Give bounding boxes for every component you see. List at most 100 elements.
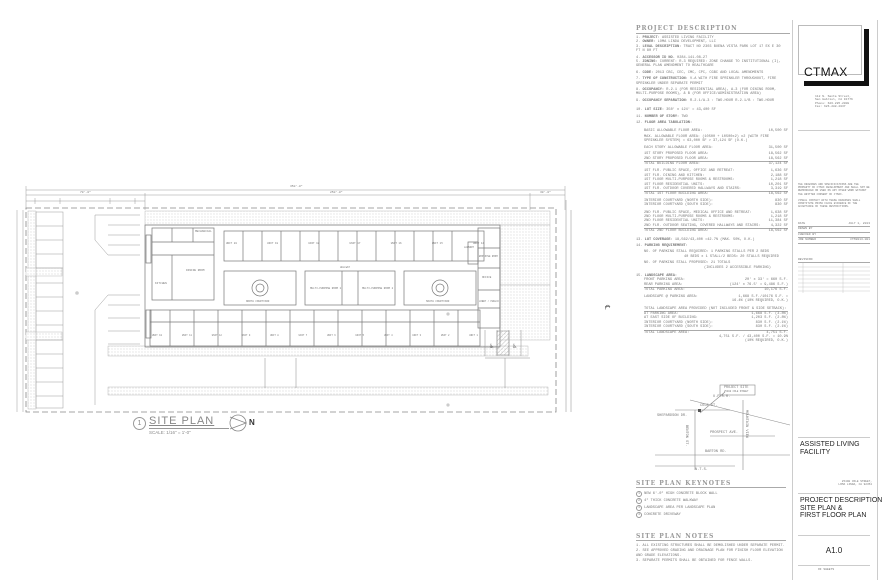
- logo-bar-horizontal: [804, 81, 869, 86]
- project-name: ASSISTED LIVING FACILITY: [800, 441, 860, 456]
- floor-area-row: 2ND STORY PROPOSED FLOOR AREA:18,562 SF: [644, 156, 788, 162]
- revision-grid: [798, 263, 870, 293]
- note-item: 3. SEPARATE PERMITS SHALL BE OBTAINED FO…: [636, 559, 753, 564]
- svg-text:℄: ℄: [603, 305, 611, 310]
- floor-area-row: BASIC ALLOWABLE FLOOR AREA:10,500 SF: [644, 128, 788, 133]
- project-description-title: PROJECT DESCRIPTION: [636, 25, 790, 34]
- landscape-table: FRONT PARKING AREA:20' x 33' = 660 S.F. …: [644, 278, 788, 343]
- project-address-line: 25490 COLE STREET,: [841, 480, 872, 483]
- site-plan-keynotes: SITE PLAN KEYNOTES 1 NEW 6'-0" HIGH CONC…: [636, 480, 786, 518]
- description-item: 4. ACCESSOR ID NO. 0284-141-08-27: [636, 55, 708, 60]
- firm-logo: CTMAX: [798, 25, 870, 86]
- unit-label: UNIT 4: [383, 334, 393, 337]
- description-item: 5. ZONING: CURRENT: R-3 REQUIRED: ZONE C…: [636, 60, 781, 69]
- logo-frame: [798, 25, 862, 75]
- description-item: 8. OCCUPANCY: R-2.1 (FOR RESIDENTIAL ARE…: [636, 88, 777, 97]
- dim-left: 70'-0": [80, 191, 91, 194]
- description-item: 12. FLOOR AREA TABULATION:: [636, 121, 693, 126]
- accessible-parking-icon: ♿: [489, 343, 494, 350]
- unit-label: UNIT 9: [241, 334, 251, 337]
- unit-label: UNIT 7: [298, 334, 308, 337]
- parking-line: 40 BEDS x 1 STALL/2 BEDS= 20 STALLS REQU…: [684, 254, 779, 259]
- lot-coverage: 13. LOT COVERAGE: 18,562/43,400 =42.7% (…: [636, 237, 755, 242]
- keynote-item: 1 NEW 6'-0" HIGH CONCRETE BLOCK WALL: [636, 491, 786, 497]
- parking-line: NO. OF PARKING STALL REQUIRED: 1 PARKING…: [644, 250, 770, 255]
- unit-label: UNIT 16: [390, 242, 402, 245]
- units-top-row: UNIT 20 UNIT 19 UNIT 18 UNIT 17 UNIT 16 …: [226, 242, 484, 246]
- sheet-number: A1.0: [825, 546, 843, 555]
- street-label: BENTON ST.: [684, 425, 688, 447]
- title-block-divider: [798, 565, 870, 566]
- street-label: COLE ST.: [700, 404, 718, 408]
- unit-label: UNIT 1: [469, 334, 478, 337]
- landscape-row: TOTAL PARKING AREA:10,176 S.F.: [644, 288, 788, 293]
- unit-label: UNIT 8: [270, 334, 279, 337]
- disclaimer-text: THE DRAWINGS AND SPECIFICATIONS ARE THE …: [798, 183, 870, 196]
- site-plan-linework: ♿ ♿ ℄: [16, 186, 611, 413]
- keynote-list: 1 NEW 6'-0" HIGH CONCRETE BLOCK WALL 2 4…: [636, 491, 786, 518]
- keynote-item: 2 4" THICK CONCRETE WALKWAY: [636, 498, 786, 504]
- firm-address-line: Phone: 626.285.2008: [815, 101, 850, 105]
- floor-area-row: 1ST FLOOR MULTI-PURPOSE ROOMS & RESTROOM…: [644, 178, 788, 183]
- floor-area-row: MAX. ALLOWABLE FLOOR AREA: (10500 + 1050…: [644, 134, 770, 144]
- site-plan-notes: SITE PLAN NOTES 1. ALL EXISTING STRUCTUR…: [636, 533, 786, 564]
- landscape-area: 15. LANDSCAPE AREA:: [636, 274, 678, 279]
- keynotes-title: SITE PLAN KEYNOTES: [636, 480, 786, 488]
- floor-area-row: TOTAL 2ND FLOOR BUILDING AREA:18,562 SF: [644, 229, 788, 234]
- unit-label: UNIT 19: [267, 242, 279, 245]
- street-label: MOUNTAIN VIEW: [744, 410, 748, 439]
- floor-area-table: BASIC ALLOWABLE FLOOR AREA:10,500 SF MAX…: [644, 129, 788, 234]
- description-item: 2. OWNER: LOMA LINDA DEVELOPMENT, LLC: [636, 40, 716, 45]
- unit-label: UNIT 20: [226, 242, 237, 245]
- field-drawn-by: DRAWN BY: [798, 227, 870, 233]
- sheets-count: OF SHEETS: [818, 568, 835, 571]
- room-label-employee: EMPLOYEE ROOM: [479, 255, 498, 258]
- street-label: BARTON RD.: [705, 450, 727, 454]
- description-item: 11. NUMBER OF STORY: TWO: [636, 114, 688, 119]
- landscape-row: REAR PARKING AREA:(124' x 76.5' = 9,486 …: [644, 282, 788, 289]
- parking-requirement: 14. PARKING REQUIREMENT:: [636, 244, 688, 249]
- vicinity-map-linework: [655, 384, 790, 470]
- parking-line: NO. OF PARKING STALL PROPOSED: 21 TOTALS: [644, 261, 731, 266]
- drawing-number-bubble: 1: [133, 417, 146, 430]
- sheet-title-line: SITE PLAN &: [800, 504, 843, 512]
- revision-label: REVISION: [798, 258, 870, 264]
- description-items: 1. PROJECT: ASSISTED LIVING FACILITY 2. …: [636, 36, 790, 126]
- logo-text: CTMAX: [804, 65, 848, 79]
- note-item: 1. ALL EXISTING STRUCTURES SHALL BE DEMO…: [636, 544, 785, 548]
- vicinity-map: PROJECT SITE 25490 COLE STREET U.P.R.R. …: [655, 380, 790, 475]
- room-label-mechanical: MECHANICAL: [195, 230, 212, 233]
- keynote-item: 3 LANDSCAPE AREA PER LANDSCAPE PLAN: [636, 505, 786, 511]
- sheet-title: PROJECT DESCRIPTION, SITE PLAN & FIRST F…: [800, 497, 882, 520]
- room-label-dining: DINING ROOM: [186, 269, 205, 272]
- firm-address-line: San Gabriel, CA 91776: [815, 98, 853, 102]
- site-plan-title-block: 1 SITE PLAN SCALE: 1/16" = 1'-0" N: [133, 413, 273, 441]
- room-label-office: OFFICE: [482, 276, 492, 279]
- floor-area-row: TOTAL 1ST FLOOR BUILDING AREA:18,562 SF: [644, 192, 788, 197]
- disclaimer-text: VISUAL CONTACT WITH THESE DRAWINGS SHALL…: [798, 198, 861, 209]
- room-label-hallway: HALLWAY: [340, 266, 351, 269]
- notes-list: 1. ALL EXISTING STRUCTURES SHALL BE DEMO…: [636, 544, 786, 564]
- site-plan-drawing[interactable]: ♿ ♿ ℄ MECHANICAL DINING ROOM KITCHEN MUL…: [0, 180, 625, 450]
- floor-area-row: 1ST STORY PROPOSED FLOOR AREA:18,562 SF: [644, 152, 788, 157]
- unit-label: UNIT 14: [473, 242, 484, 245]
- north-arrow-icon: [229, 414, 248, 432]
- firm-address: 112 N. Santa Street, San Gabriel, CA 917…: [815, 95, 853, 109]
- landscape-row: 4,751 S.F. / 43,400 S.F. = 10.9%: [718, 334, 788, 339]
- title-block-divider: [798, 493, 870, 494]
- notes-title: SITE PLAN NOTES: [636, 533, 786, 541]
- floor-area-row: 1ST FLR. DINING AND KITCHEN:2,188 SF: [644, 173, 788, 178]
- landscape-row: FRONT PARKING AREA:20' x 33' = 660 S.F.: [644, 278, 788, 283]
- description-item: 10. LOT SIZE: 350' x 124' = 43,400 SF: [636, 108, 716, 113]
- unit-label: UNIT 11: [181, 334, 192, 337]
- floor-area-row: 1ST FLOOR RESIDENTIAL UNITS:10,201 SF: [644, 182, 788, 187]
- project-site-label: PROJECT SITE: [724, 386, 749, 390]
- logo-bar-vertical: [864, 29, 869, 85]
- room-label-mp1: MULTI-PURPOSE ROOM 1: [310, 287, 342, 290]
- floor-area-row: 2ND FLR. OUTDOOR SEATING, COVERED HALLWA…: [644, 223, 788, 230]
- floor-area-row: 2ND FLOOR MULTI-PURPOSE ROOMS & RESTROOM…: [644, 215, 788, 219]
- landscape-row: INTERIOR COURTYARD (NORTH SIDE):830 S.F.…: [644, 320, 788, 325]
- sheet-title-line: FIRST FLOOR PLAN: [800, 512, 867, 520]
